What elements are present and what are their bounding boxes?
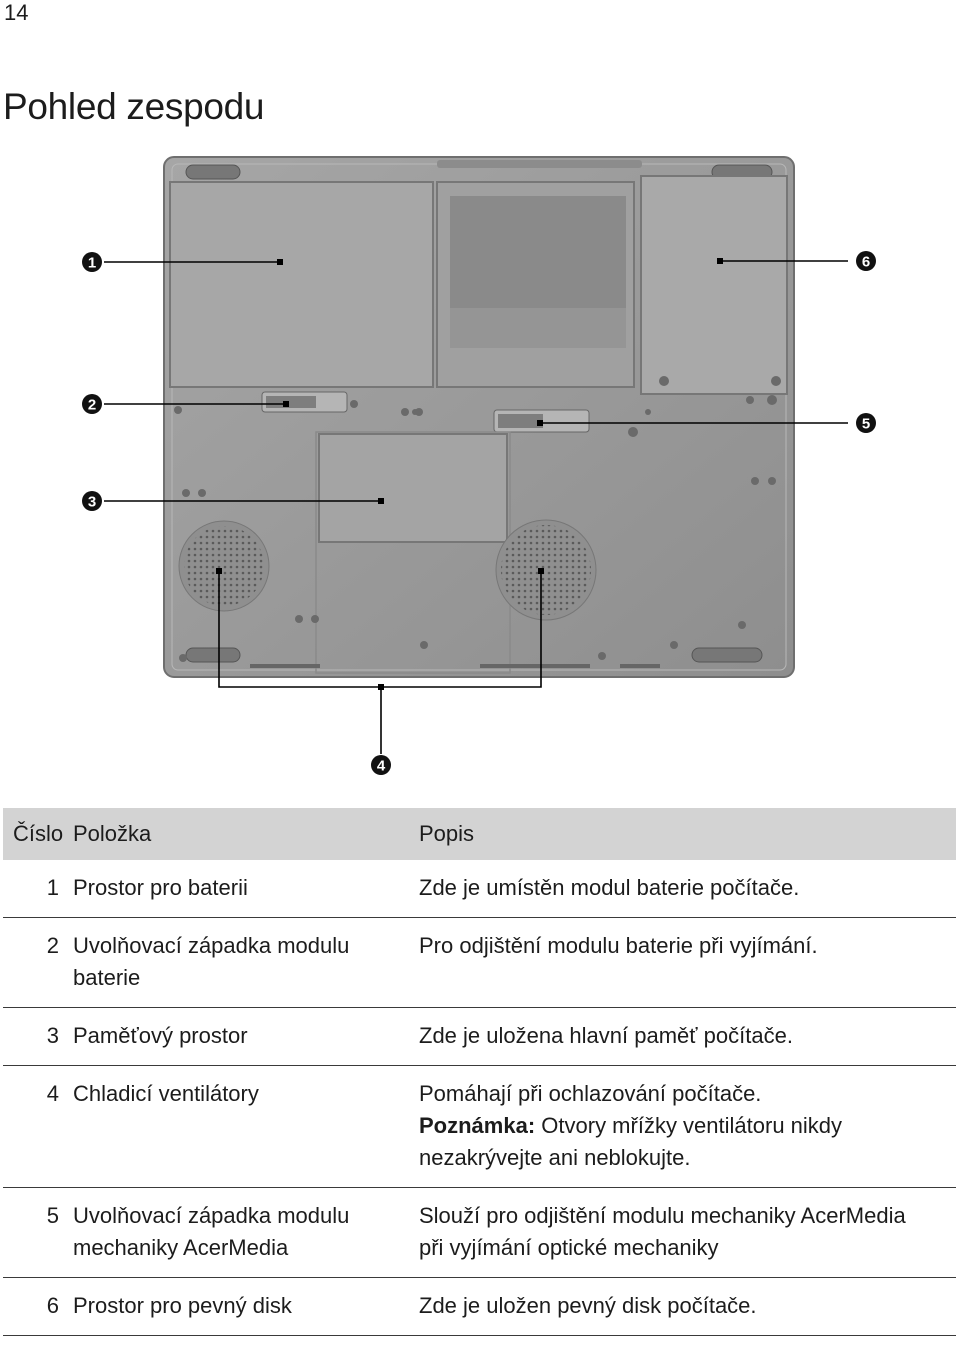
table-row: 4 Chladicí ventilátory Pomáhají při ochl…	[3, 1065, 956, 1188]
svg-text:3: 3	[88, 494, 96, 511]
svg-text:1: 1	[88, 255, 96, 272]
row-note: Poznámka: Otvory mřížky ventilátoru nikd…	[419, 1110, 956, 1174]
header-number: Číslo	[3, 808, 73, 860]
svg-text:5: 5	[862, 416, 870, 433]
row-number: 3	[3, 1007, 73, 1066]
table-row: 3 Paměťový prostor Zde je uložena hlavní…	[3, 1007, 956, 1066]
row-description: Pro odjištění modulu baterie při vyjímán…	[419, 917, 956, 1008]
row-item: Prostor pro pevný disk	[73, 1277, 419, 1336]
row-description: Zde je umístěn modul baterie počítače.	[419, 860, 956, 918]
table-row: 2 Uvolňovací západka modulu baterie Pro …	[3, 917, 956, 1008]
callout-3: 3	[82, 491, 102, 511]
battery-release-latch	[261, 391, 348, 413]
table-header-row: Číslo Položka Popis	[3, 808, 956, 860]
callout-4: 4	[371, 755, 391, 775]
note-text: Otvory mřížky ventilátoru nikdy nezakrýv…	[419, 1113, 843, 1170]
row-item: Prostor pro baterii	[73, 860, 419, 918]
row-description-text: Pomáhají při ochlazování počítače.	[419, 1081, 762, 1106]
callout-1: 1	[82, 252, 102, 272]
center-label-area	[436, 160, 642, 388]
header-description: Popis	[419, 808, 956, 860]
parts-table: Číslo Položka Popis 1 Prostor pro bateri…	[3, 808, 956, 1336]
row-description: Pomáhají při ochlazování počítače. Pozná…	[419, 1065, 956, 1188]
callout-2: 2	[82, 394, 102, 414]
callout-5: 5	[856, 413, 876, 433]
row-item: Paměťový prostor	[73, 1007, 419, 1066]
bottom-vents	[250, 664, 660, 668]
table-row: 5 Uvolňovací západka modulu mechaniky Ac…	[3, 1187, 956, 1278]
row-number: 1	[3, 860, 73, 918]
page-title: Pohled zespodu	[3, 86, 265, 127]
table-row: 1 Prostor pro baterii Zde je umístěn mod…	[3, 860, 956, 918]
hard-disk-compartment	[640, 175, 788, 395]
table-row: 6 Prostor pro pevný disk Zde je uložen p…	[3, 1277, 956, 1336]
row-number: 2	[3, 917, 73, 1008]
row-description: Zde je uložen pevný disk počítače.	[419, 1277, 956, 1336]
row-item: Chladicí ventilátory	[73, 1065, 419, 1188]
note-label: Poznámka:	[419, 1113, 536, 1138]
row-number: 4	[3, 1065, 73, 1188]
header-item: Položka	[73, 808, 419, 860]
svg-text:4: 4	[377, 758, 386, 775]
row-number: 5	[3, 1187, 73, 1278]
row-description: Zde je uložena hlavní paměť počítače.	[419, 1007, 956, 1066]
memory-compartment	[315, 431, 511, 674]
svg-text:2: 2	[88, 397, 96, 414]
battery-compartment	[169, 181, 434, 388]
cooling-fans	[178, 519, 597, 621]
screws	[174, 395, 777, 662]
row-item: Uvolňovací západka modulu mechaniky Acer…	[73, 1187, 419, 1278]
page-number: 14	[4, 0, 29, 25]
row-number: 6	[3, 1277, 73, 1336]
row-description: Slouží pro odjištění modulu mechaniky Ac…	[419, 1187, 956, 1278]
callout-anchors	[216, 258, 723, 690]
svg-text:6: 6	[862, 254, 870, 271]
callout-6: 6	[856, 251, 876, 271]
laptop-bottom-view-figure: 1 2 3 4 5 6	[82, 156, 876, 775]
row-item: Uvolňovací západka modulu baterie	[73, 917, 419, 1008]
